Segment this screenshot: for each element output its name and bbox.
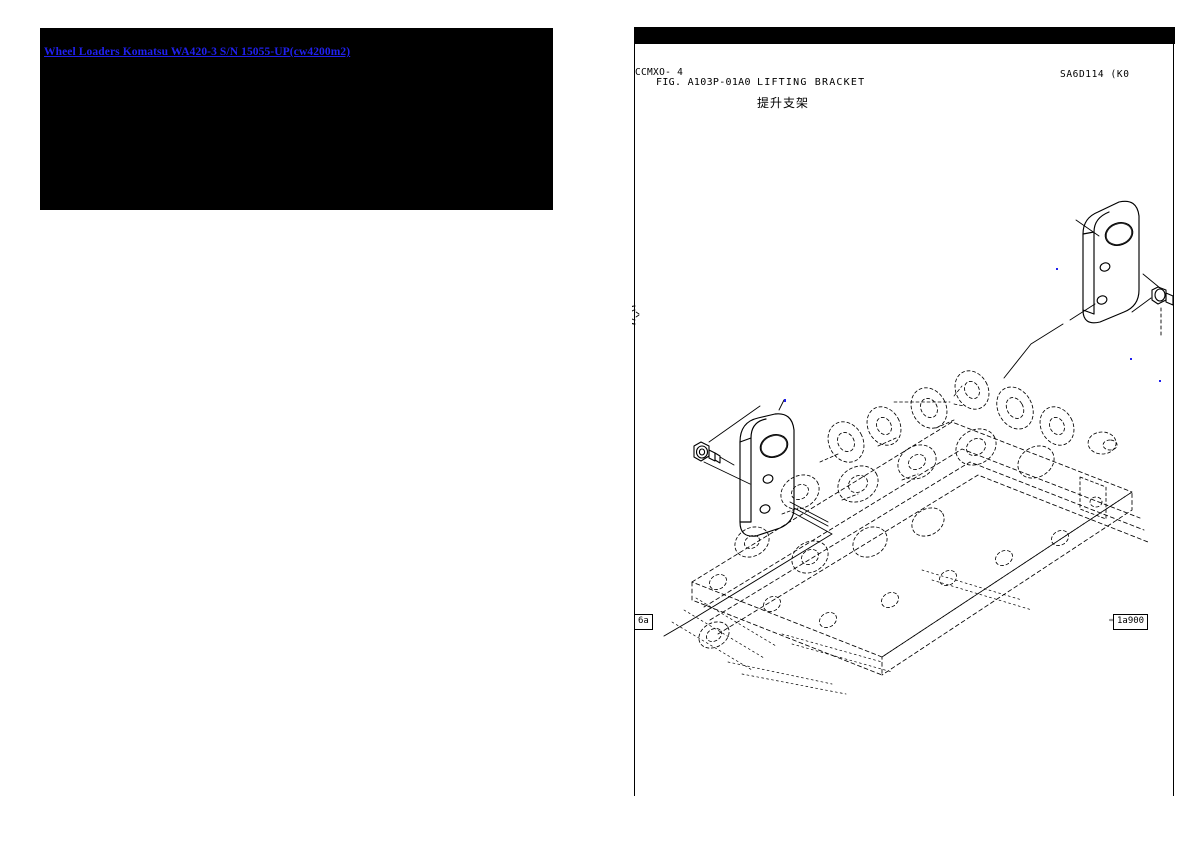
- lifting-bracket-rear: [1082, 200, 1140, 324]
- document-title-link[interactable]: Wheel Loaders Komatsu WA420-3 S/N 15055-…: [44, 46, 351, 58]
- assembly-guide-line: [663, 507, 833, 637]
- header-section-code: CCMXO- 4: [635, 67, 684, 78]
- header-model-code: SA6D114 (K0: [1060, 69, 1130, 80]
- leader-lines-front: [703, 399, 829, 523]
- panel-left-border: [634, 44, 635, 796]
- engine-cylinder-head-hidden: [691, 421, 1149, 676]
- callout-leader-dashed: [893, 385, 965, 407]
- mounting-bolt-rear: [1131, 286, 1174, 313]
- callout-label-6a[interactable]: 6a: [634, 614, 653, 630]
- lifting-bracket-front: [739, 413, 795, 537]
- parts-diagram-panel: CCMXO- 4 FIG. A103P-01A0 LIFTING BRACKET…: [632, 22, 1190, 798]
- mounting-bolt-front: [693, 441, 735, 466]
- callout-label-1a900[interactable]: 1a900: [1113, 614, 1149, 630]
- header-title-chinese: 提升支架: [757, 96, 810, 110]
- scan-registration-dots: [784, 268, 1161, 402]
- parts-drawing: [632, 200, 1174, 695]
- engine-block-detail-hidden: [671, 569, 1033, 695]
- panel-right-border: [1173, 44, 1174, 796]
- clipped-washer-left-edge: [632, 305, 640, 325]
- leader-lines-rear: [1003, 219, 1162, 379]
- header-figure-number: FIG. A103P-01A0: [656, 77, 751, 88]
- header-title-english: LIFTING BRACKET: [757, 77, 866, 88]
- left-content-panel: Wheel Loaders Komatsu WA420-3 S/N 15055-…: [40, 28, 553, 210]
- panel-top-black-bar: [634, 27, 1175, 44]
